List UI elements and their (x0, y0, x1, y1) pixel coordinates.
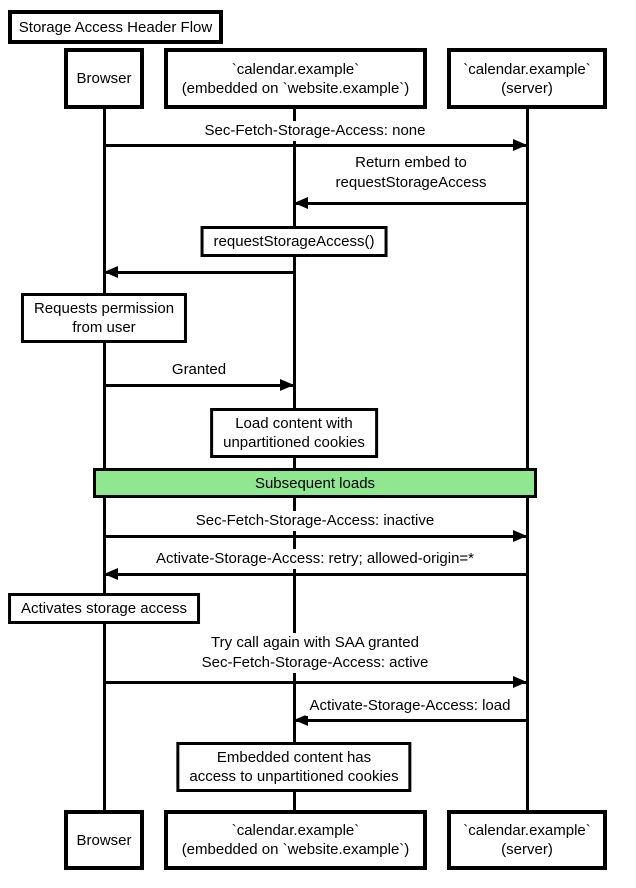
participant-label: (server) (501, 79, 553, 97)
participant-label: Browser (76, 831, 132, 849)
participant-label: (server) (501, 841, 553, 858)
divider-label: Subsequent loads (254, 474, 376, 492)
arrowhead-icon (104, 266, 118, 278)
note-text: access to unpartitioned cookies (189, 768, 399, 785)
lifeline-calendar-embedded (292, 108, 296, 810)
note-activates-storage-access: Activates storage access (8, 593, 200, 624)
participant-label: `calendar.example` (231, 822, 360, 839)
message-label: Return embed to requestStorageAccess (331, 153, 491, 193)
note-text: Load content with (235, 415, 353, 432)
arrowhead-icon (294, 197, 308, 209)
note-text: unpartitioned cookies (223, 434, 365, 451)
note-text: Activates storage access (21, 600, 187, 617)
message-arrow (104, 379, 294, 391)
message-arrow (104, 266, 294, 278)
arrowhead-icon (513, 139, 527, 151)
participant-label: `calendar.example` (463, 60, 591, 78)
arrowhead-icon (104, 568, 118, 580)
message-text: Activate-Storage-Access: load (305, 696, 515, 716)
diagram-title: Storage Access Header Flow (8, 10, 223, 44)
lifeline-browser (102, 108, 106, 810)
message-label: Activate-Storage-Access: retry; allowed-… (151, 549, 479, 569)
participant-label: `calendar.example` (231, 60, 360, 78)
participant-calendar-server-bottom: `calendar.example` (server) (447, 810, 607, 870)
note-requests-permission: Requests permission from user (20, 293, 188, 343)
participant-calendar-server-top: `calendar.example` (server) (447, 48, 607, 109)
message-text: requestStorageAccess (331, 173, 491, 193)
message-label: Try call again with SAA granted Sec-Fetc… (197, 633, 433, 673)
participant-calendar-embedded-bottom: `calendar.example` (embedded on `website… (164, 810, 427, 870)
note-text: from user (72, 319, 136, 336)
message-arrow (104, 139, 527, 151)
arrowhead-icon (280, 379, 294, 391)
message-arrow (104, 530, 527, 542)
message-text: Sec-Fetch-Storage-Access: inactive (191, 511, 439, 531)
message-text: Sec-Fetch-Storage-Access: active (197, 653, 433, 673)
message-arrow (104, 676, 527, 688)
message-label: Activate-Storage-Access: load (305, 696, 515, 716)
note-text: requestStorageAccess() (213, 233, 375, 250)
note-text: Embedded content has (216, 749, 372, 766)
message-arrow (294, 197, 527, 209)
divider: Subsequent loads (93, 468, 537, 498)
message-text: Granted (167, 360, 231, 380)
note-request-storage-access: requestStorageAccess() (200, 226, 388, 257)
message-text: Sec-Fetch-Storage-Access: none (200, 121, 430, 141)
note-text: Requests permission (33, 300, 175, 317)
note-load-content: Load content with unpartitioned cookies (210, 408, 378, 458)
participant-label: `calendar.example` (463, 822, 591, 839)
message-text: Try call again with SAA granted (207, 633, 423, 653)
message-label: Sec-Fetch-Storage-Access: inactive (191, 511, 439, 531)
participant-label: (embedded on `website.example`) (181, 79, 410, 97)
arrowhead-icon (513, 530, 527, 542)
participant-calendar-embedded-top: `calendar.example` (embedded on `website… (164, 48, 427, 109)
message-text: Return embed to (351, 153, 471, 173)
participant-browser-top: Browser (64, 48, 144, 109)
note-embedded-access: Embedded content has access to unpartiti… (176, 742, 412, 792)
message-arrow (294, 714, 527, 726)
message-label: Sec-Fetch-Storage-Access: none (200, 121, 430, 141)
message-label: Granted (167, 360, 231, 380)
lifeline-calendar-server (525, 108, 529, 810)
arrowhead-icon (513, 676, 527, 688)
participant-label: Browser (76, 70, 132, 87)
diagram-title-text: Storage Access Header Flow (18, 18, 213, 36)
participant-label: (embedded on `website.example`) (181, 841, 410, 858)
arrowhead-icon (294, 714, 308, 726)
message-arrow (104, 568, 527, 580)
message-text: Activate-Storage-Access: retry; allowed-… (151, 549, 479, 569)
participant-browser-bottom: Browser (64, 810, 144, 870)
